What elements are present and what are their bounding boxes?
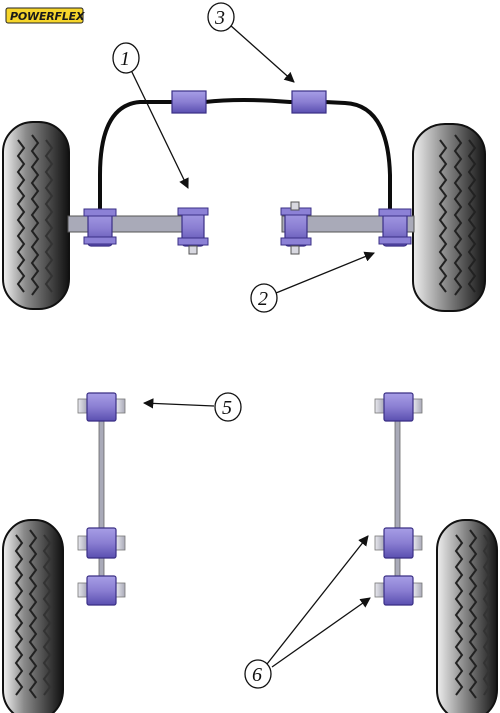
powerflex-logo: POWERFLEX (5, 7, 85, 24)
logo-text: POWERFLEX (10, 10, 85, 23)
callout-5: 5 (142, 392, 242, 422)
callout-6: 6 (244, 535, 371, 689)
callout-2-label: 2 (258, 288, 268, 310)
right-arm-inner-bush (280, 201, 312, 255)
callout-6-label: 6 (252, 664, 262, 686)
right-rear-tyre (436, 519, 498, 713)
callout-1-label: 1 (120, 48, 130, 70)
callout-1: 1 (112, 42, 189, 189)
left-front-tyre (2, 121, 70, 310)
left-rear-tyre (2, 519, 64, 713)
arb-mount-bush-right (291, 90, 327, 114)
left-arm-inner-bush (177, 207, 209, 255)
right-front-tyre (412, 123, 486, 312)
right-drop-link (374, 392, 423, 606)
callout-2: 2 (250, 251, 375, 313)
right-lower-arm (281, 215, 415, 233)
callout-3-label: 3 (214, 7, 225, 29)
anti-roll-bar (98, 98, 392, 224)
callout-5-label: 5 (222, 397, 232, 419)
right-arm-outer-bush (378, 208, 412, 247)
arb-mount-bush-left (171, 90, 207, 114)
left-arm-outer-bush (83, 208, 117, 247)
left-drop-link (77, 392, 126, 606)
callout-3: 3 (207, 2, 295, 83)
